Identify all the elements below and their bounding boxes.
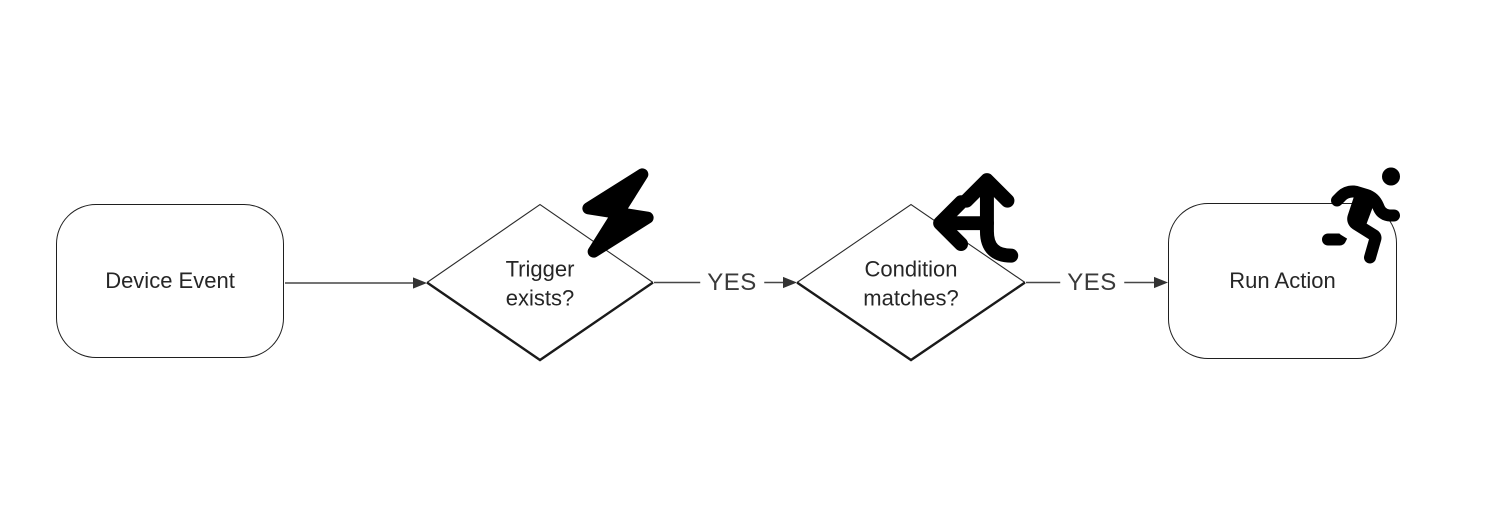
arrowhead-icon	[413, 277, 427, 289]
node-condition-matches-label: Condition matches?	[863, 256, 959, 310]
arrowhead-icon	[783, 276, 797, 289]
node-trigger-exists-label: Trigger exists?	[505, 256, 575, 310]
edge-label-yes-1: YES	[700, 269, 764, 297]
edge-device-event-to-trigger	[285, 277, 427, 289]
bolt-icon	[582, 168, 654, 258]
node-device-event: Device Event	[56, 204, 284, 358]
split-arrows-up-left-icon	[933, 173, 1019, 263]
node-device-event-label: Device Event	[105, 267, 235, 293]
edge-label-yes-2: YES	[1060, 269, 1124, 297]
node-run-action-label: Run Action	[1229, 267, 1336, 293]
decision-diamond-condition	[796, 203, 1026, 362]
decision-diamond-trigger	[426, 203, 654, 362]
arrowhead-icon	[1154, 276, 1168, 289]
person-running-icon	[1322, 167, 1400, 264]
